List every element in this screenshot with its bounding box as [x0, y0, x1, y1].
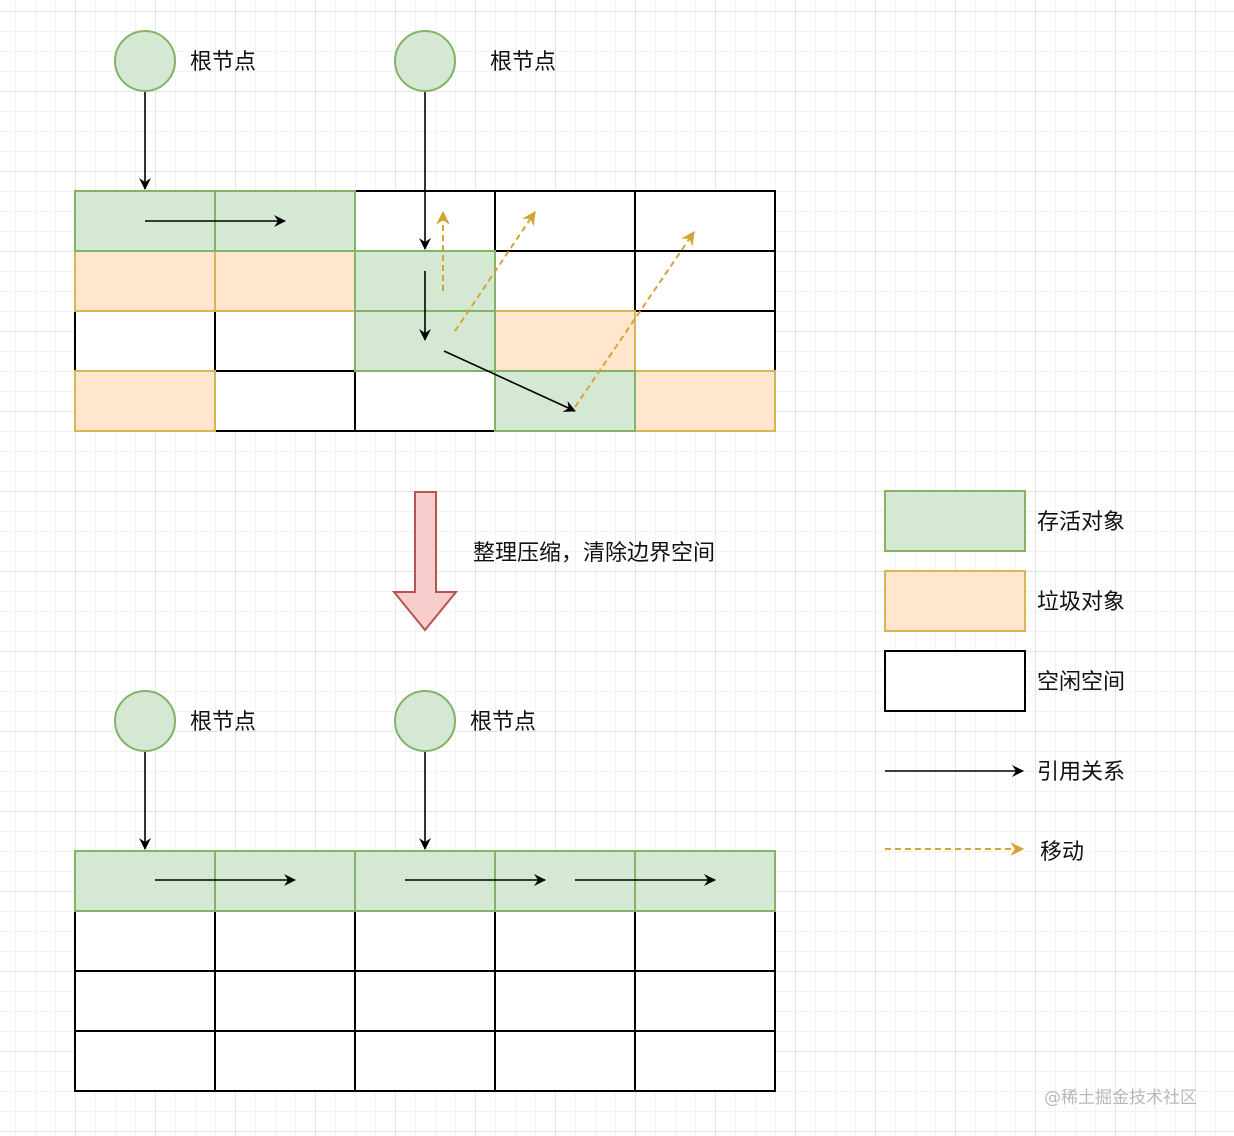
memory-cell-garbage [74, 250, 216, 312]
legend-label-live: 存活对象 [1037, 510, 1125, 535]
memory-cell-live [354, 850, 496, 912]
memory-cell-free [494, 1030, 636, 1092]
memory-cell-live [634, 850, 776, 912]
root-node-circle [114, 690, 176, 752]
legend: 存活对象 垃圾对象 空闲空间 引用关系 移动 [884, 490, 1125, 865]
memory-cell-free [634, 190, 776, 252]
memory-cell-free [354, 1030, 496, 1092]
legend-label-reference: 引用关系 [1037, 760, 1125, 785]
legend-swatch-garbage [884, 570, 1026, 632]
legend-label-move: 移动 [1040, 840, 1084, 865]
memory-cell-free [74, 1030, 216, 1092]
memory-cell-free [214, 310, 356, 372]
memory-cell-free [634, 1030, 776, 1092]
memory-cell-free [74, 910, 216, 972]
legend-label-garbage: 垃圾对象 [1037, 590, 1125, 615]
memory-cell-free [494, 250, 636, 312]
move-arrow [574, 231, 695, 408]
memory-cell-garbage [214, 250, 356, 312]
top-root-1: 根节点 [114, 30, 256, 92]
memory-cell-free [214, 970, 356, 1032]
memory-cell-free [214, 910, 356, 972]
legend-item-reference: 引用关系 [885, 760, 1125, 785]
memory-cell-free [74, 310, 216, 372]
memory-cell-live [494, 850, 636, 912]
memory-cell-live [494, 370, 636, 432]
legend-item-live: 存活对象 [884, 490, 1125, 552]
memory-cell-garbage [634, 370, 776, 432]
root-node-label: 根节点 [490, 50, 556, 75]
top-root-2: 根节点 [394, 30, 556, 92]
memory-cell-free [634, 970, 776, 1032]
transition-label: 整理压缩，清除边界空间 [473, 541, 715, 566]
memory-cell-garbage [494, 310, 636, 372]
top-reference-arrows [139, 92, 576, 412]
top-grid [74, 190, 776, 432]
memory-cell-free [634, 250, 776, 312]
bottom-grid [74, 850, 776, 1092]
legend-swatch-live [884, 490, 1026, 552]
move-arrow [454, 211, 536, 332]
bottom-root-1: 根节点 [114, 690, 256, 752]
down-arrow-icon [391, 491, 459, 632]
memory-cell-free [354, 970, 496, 1032]
memory-cell-free [634, 310, 776, 372]
root-node-circle [394, 30, 456, 92]
memory-cell-free [74, 970, 216, 1032]
bottom-root-2: 根节点 [394, 690, 536, 752]
reference-arrow [443, 350, 576, 412]
memory-cell-free [494, 910, 636, 972]
root-node-circle [394, 690, 456, 752]
memory-cell-live [214, 850, 356, 912]
root-node-label: 根节点 [190, 50, 256, 75]
memory-cell-free [494, 190, 636, 252]
memory-cell-free [354, 910, 496, 972]
root-node-label: 根节点 [470, 710, 536, 735]
legend-swatch-free [884, 650, 1026, 712]
transition: 整理压缩，清除边界空间 [391, 491, 715, 632]
bottom-reference-arrows [139, 752, 716, 886]
legend-item-garbage: 垃圾对象 [884, 570, 1125, 632]
legend-item-free: 空闲空间 [884, 650, 1125, 712]
memory-cell-free [214, 1030, 356, 1092]
memory-cell-free [634, 910, 776, 972]
legend-label-free: 空闲空间 [1037, 670, 1125, 695]
memory-cell-live [74, 850, 216, 912]
watermark: @稀土掘金技术社区 [1044, 1088, 1197, 1108]
memory-cell-garbage [74, 370, 216, 432]
root-node-circle [114, 30, 176, 92]
memory-cell-free [214, 370, 356, 432]
top-move-arrows [436, 210, 695, 408]
memory-cell-free [354, 370, 496, 432]
root-node-label: 根节点 [190, 710, 256, 735]
memory-cell-free [494, 970, 636, 1032]
legend-item-move: 移动 [885, 840, 1084, 865]
